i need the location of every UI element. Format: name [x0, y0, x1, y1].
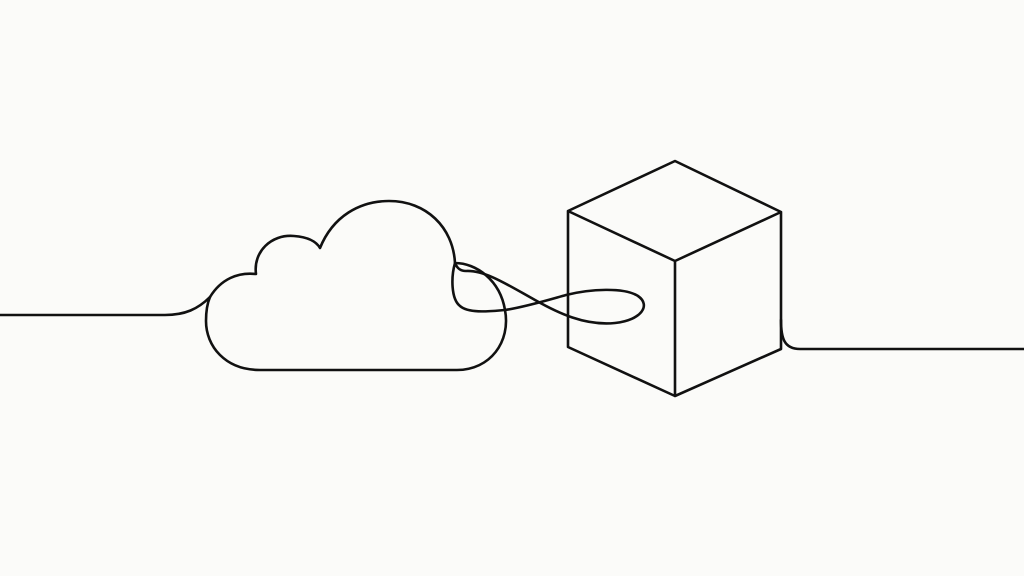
cube-icon [566, 159, 783, 398]
cloud-icon [204, 199, 508, 372]
connector-loop-line [451, 261, 645, 325]
lead-in-line [0, 295, 212, 317]
lead-out-line [779, 318, 1024, 351]
